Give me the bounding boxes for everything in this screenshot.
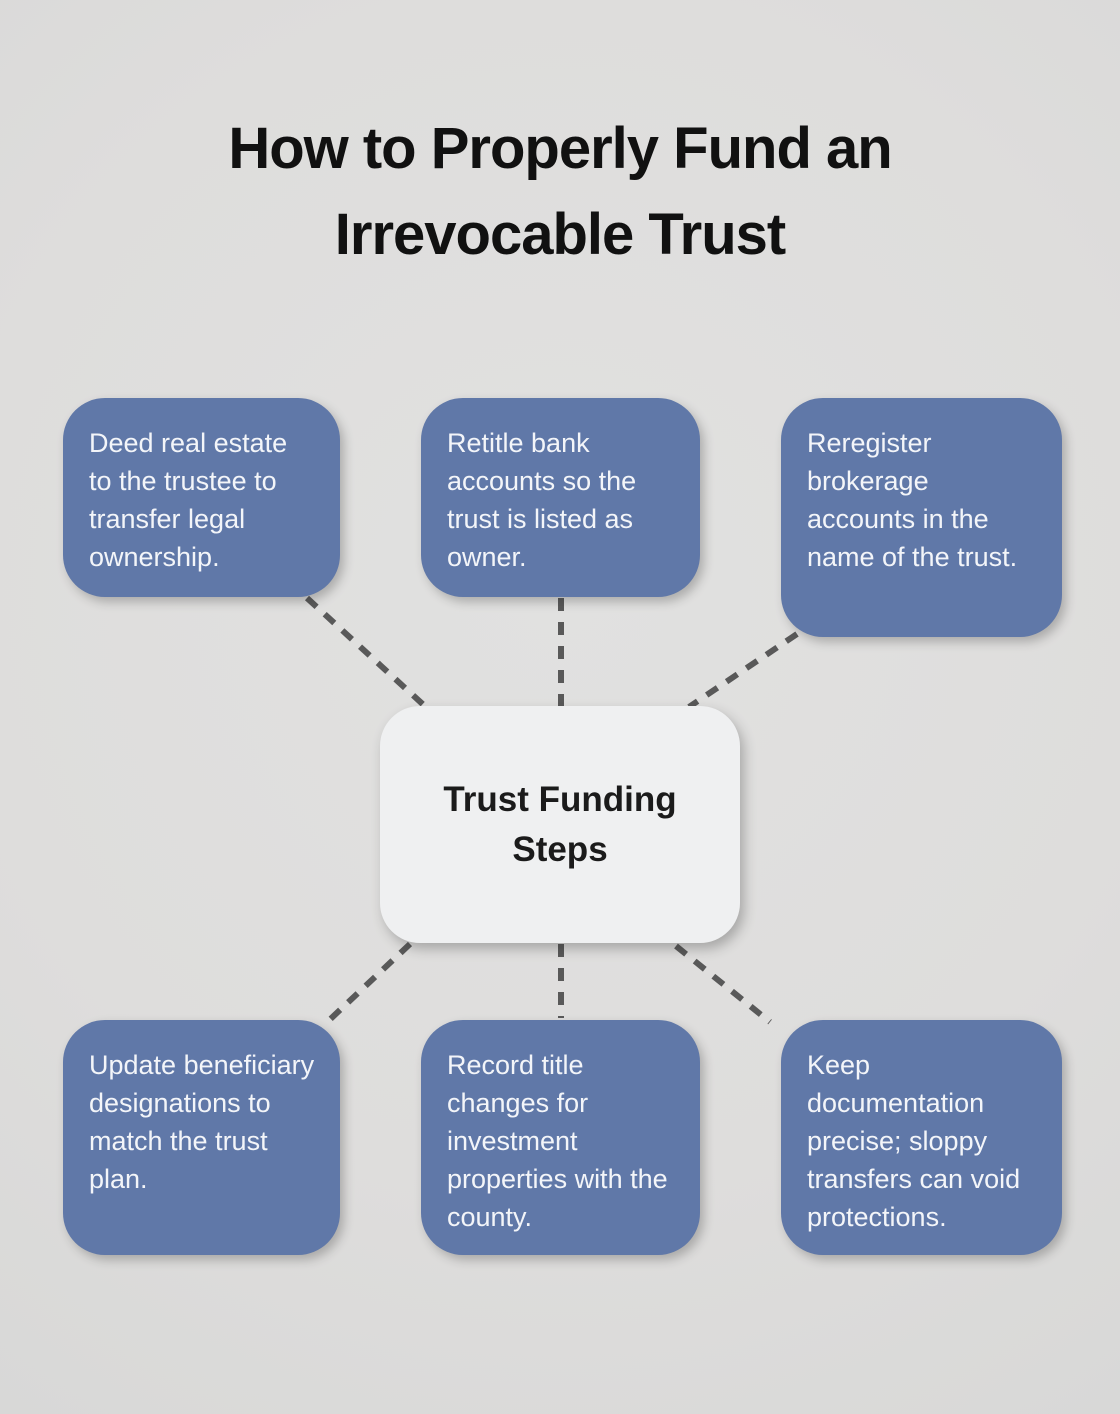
step-text: Keep documentation precise; sloppy trans… — [807, 1050, 1021, 1232]
step-text: Reregister brokerage accounts in the nam… — [807, 428, 1018, 572]
step-text: Deed real estate to the trustee to trans… — [89, 428, 288, 572]
step-box-top-middle: Retitle bank accounts so the trust is li… — [421, 398, 700, 597]
connector-top-left — [304, 595, 431, 712]
connector-bottom-left — [320, 941, 413, 1029]
step-box-top-left: Deed real estate to the trustee to trans… — [63, 398, 340, 597]
connector-bottom-right — [674, 943, 772, 1025]
step-box-bottom-right: Keep documentation precise; sloppy trans… — [781, 1020, 1062, 1255]
step-box-bottom-left: Update beneficiary designations to match… — [63, 1020, 340, 1255]
connector-top-right — [687, 631, 799, 710]
step-text: Record title changes for investment prop… — [447, 1050, 668, 1232]
step-box-top-right: Reregister brokerage accounts in the nam… — [781, 398, 1062, 637]
page-title-line2: Irrevocable Trust — [334, 202, 786, 267]
page-title-line1: How to Properly Fund an — [228, 116, 892, 181]
center-node-label: Trust Funding Steps — [443, 779, 677, 869]
step-text: Retitle bank accounts so the trust is li… — [447, 428, 637, 572]
page-title: How to Properly Fund an Irrevocable Trus… — [0, 106, 1120, 278]
step-text: Update beneficiary designations to match… — [89, 1050, 315, 1194]
step-box-bottom-middle: Record title changes for investment prop… — [421, 1020, 700, 1255]
center-node: Trust Funding Steps — [380, 706, 740, 943]
